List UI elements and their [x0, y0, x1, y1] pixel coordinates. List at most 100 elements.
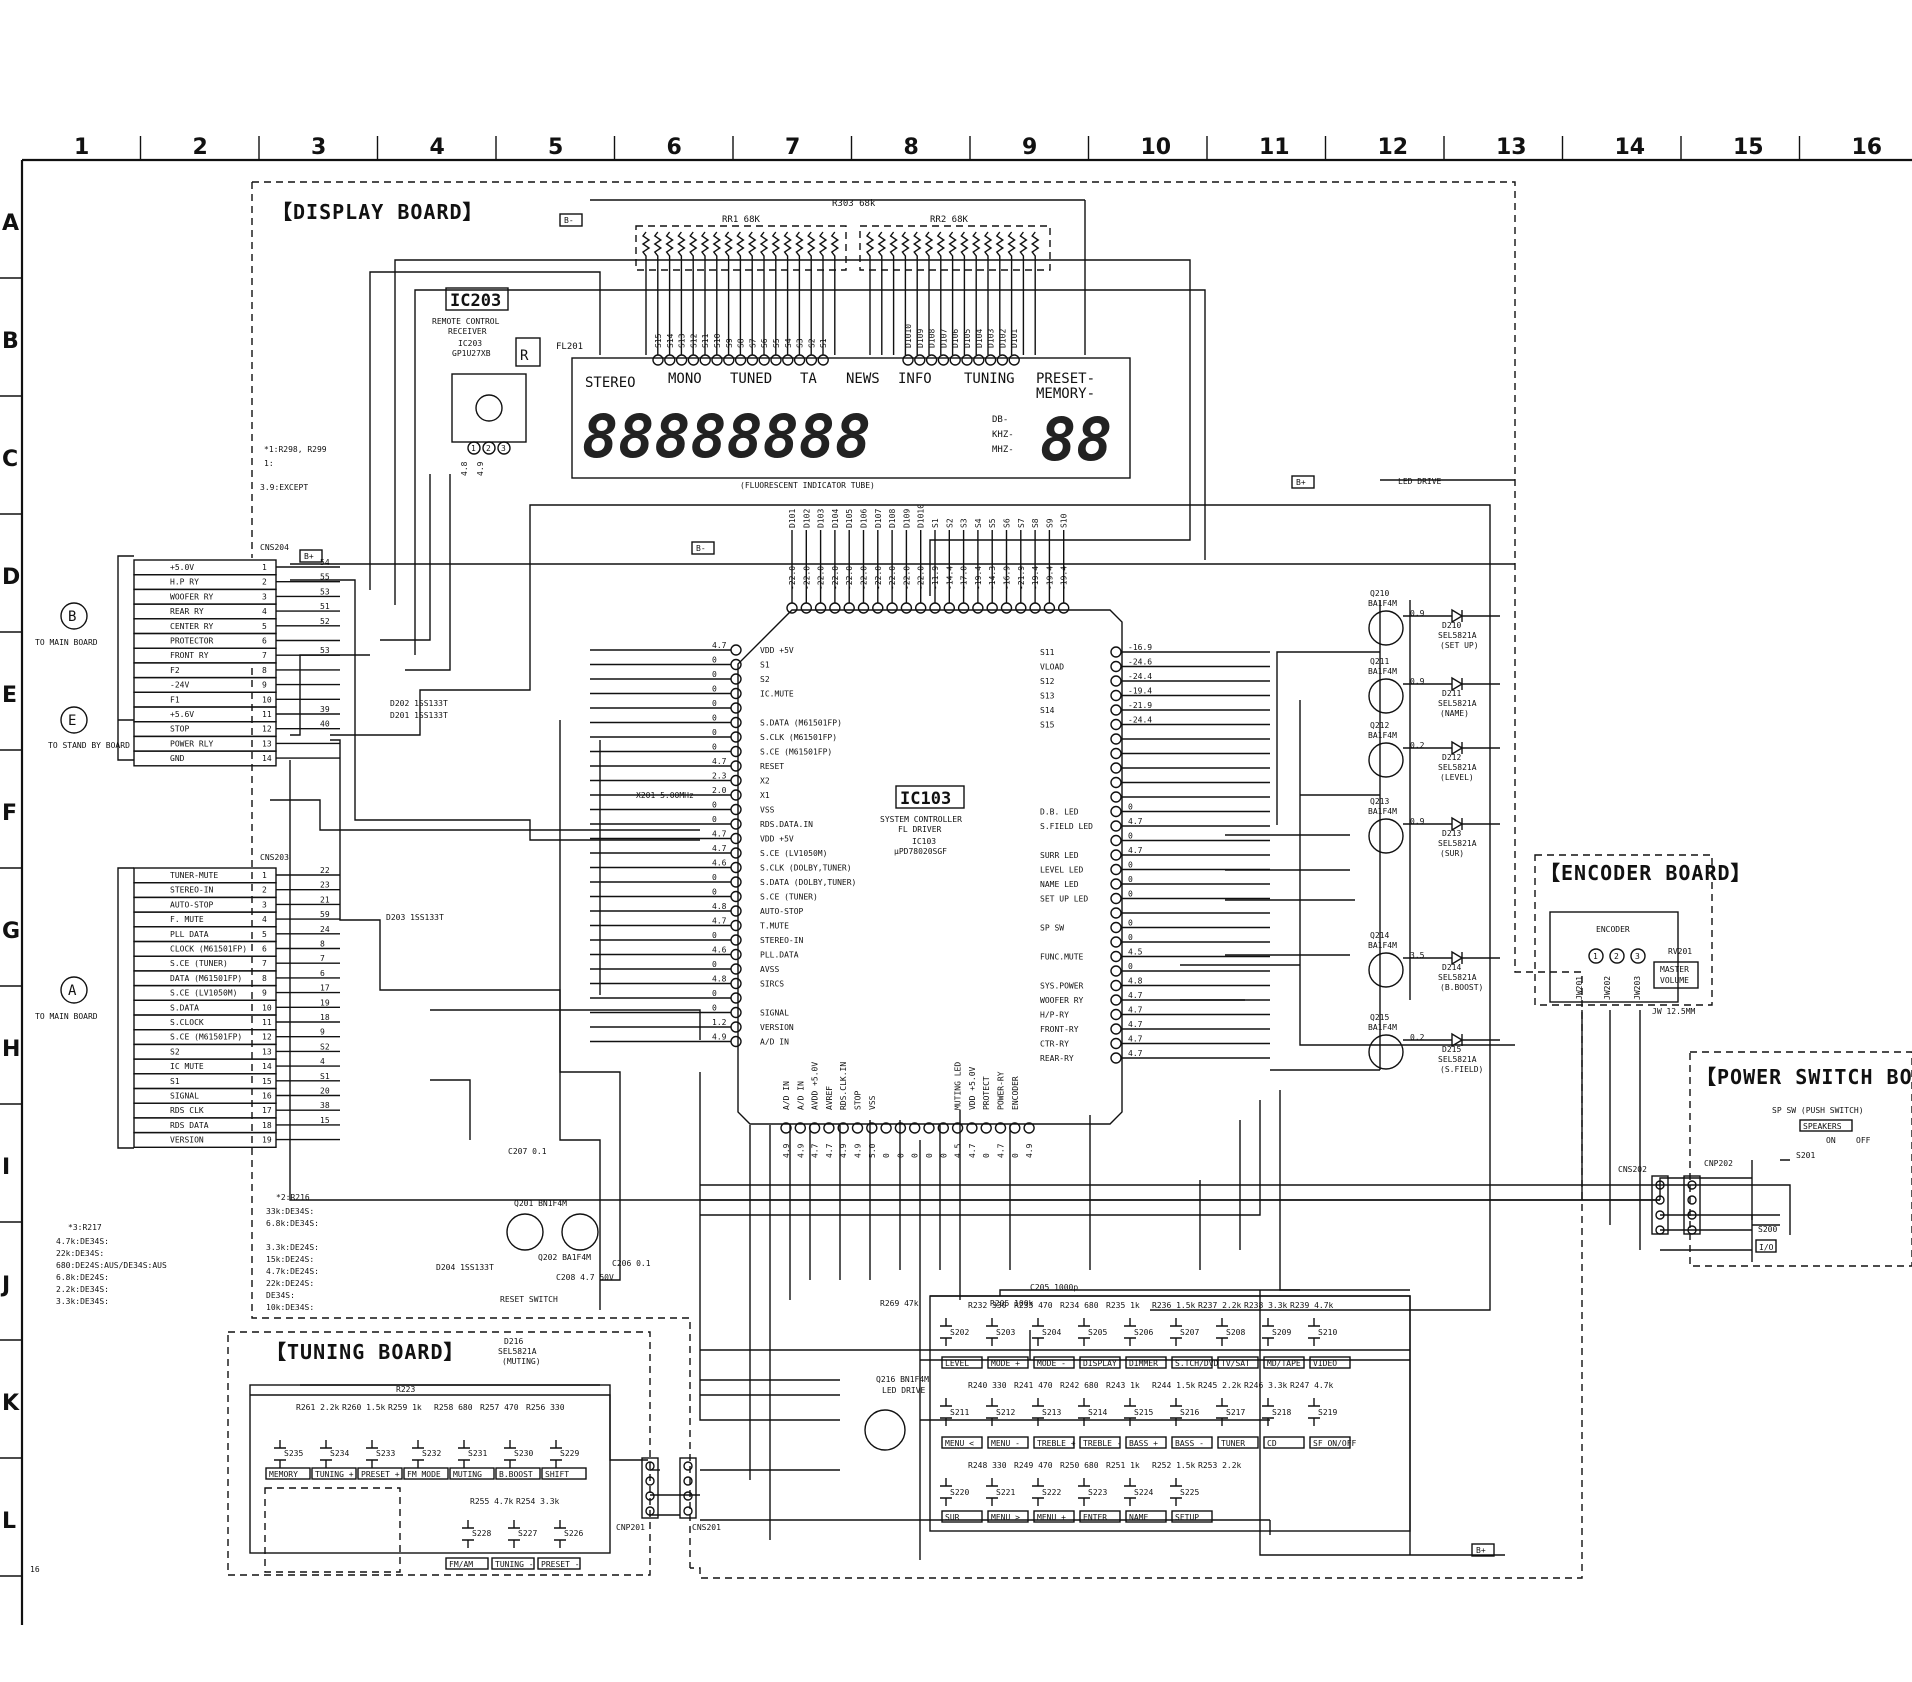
cns203-pin-row	[133, 1043, 277, 1060]
pushbutton-icon	[1170, 1318, 1182, 1346]
ic203-pin3: 3	[501, 444, 506, 453]
switch-ref: S203	[996, 1328, 1015, 1337]
cns203-pin-num: 15	[262, 1077, 272, 1086]
ic103-left-label: X1	[760, 791, 770, 800]
ic103-right-label: D.B. LED	[1040, 808, 1079, 817]
reset-switch-label: RESET SWITCH	[500, 1295, 558, 1304]
switch-resistor: R249 470	[1014, 1461, 1053, 1470]
note3-line: 6.8k:DE24S:	[56, 1273, 109, 1282]
cns204-pin-row	[133, 662, 277, 679]
resistor-mark	[688, 231, 698, 355]
tuning-resistor: R257 470	[480, 1403, 519, 1412]
resistor-array-rr1: RR1 68K	[635, 215, 847, 271]
cns203-wire-label: 18	[320, 1013, 330, 1022]
ic103-right-volt: -24.4	[1128, 716, 1152, 725]
ic103-left-pin	[730, 687, 742, 700]
column-label: 15	[1733, 135, 1764, 160]
jw203: JW203	[1633, 976, 1642, 1000]
pushbutton-icon	[1078, 1478, 1090, 1506]
cns204-pin-row	[133, 603, 277, 620]
ic103-left-pin	[730, 992, 742, 1004]
ic103-left-volt: 0	[712, 656, 717, 665]
ic103-left-pin	[730, 919, 742, 932]
ic103-top-label: D105	[845, 509, 854, 528]
ic103-top-pin	[843, 602, 855, 614]
cns203-pin-label: S.DATA	[170, 1003, 199, 1012]
led-d-label: D215	[1442, 1045, 1461, 1054]
ic103-top-volt: -22.0	[860, 566, 869, 590]
note2-line: 22k:DE24S:	[266, 1279, 314, 1288]
cns204-pin-num: 12	[262, 725, 272, 734]
misc-parts: Q201 BN1F4M Q202 BA1F4M D204 1SS133T RES…	[30, 213, 1495, 1574]
fl-grid-label: S15	[654, 333, 663, 348]
fl-pin	[996, 354, 1009, 366]
tuning-resistor: R258 680	[434, 1403, 473, 1412]
x201-label: X201 5.00MHz	[636, 791, 694, 800]
resistor-mark	[1030, 231, 1040, 355]
resistor-mark	[747, 231, 757, 355]
ic103-top-label: D108	[888, 509, 897, 528]
led-func: (SET UP)	[1440, 641, 1479, 650]
column-label: 6	[667, 135, 682, 160]
ic103-name: IC103	[900, 789, 951, 809]
ic103-top-pin	[957, 602, 970, 614]
ic103-left-volt: 4.7	[712, 757, 727, 766]
encoder-board-title: 【ENCODER BOARD】	[1540, 861, 1751, 885]
cns203-pin-num: 16	[262, 1092, 272, 1101]
fl-grid-label: S9	[725, 338, 734, 348]
switch-key-box	[1125, 1436, 1167, 1449]
led-q-label: Q212	[1370, 721, 1389, 730]
ic103-left-volt: 0	[712, 989, 717, 998]
led-volt: 0.9	[1410, 677, 1425, 686]
ic103-left-label: AUTO-STOP	[760, 907, 804, 916]
ic103-left-label: S.CLK (DOLBY,TUNER)	[760, 864, 852, 873]
ic103-right-label: S12	[1040, 677, 1055, 686]
tuning-key-box	[541, 1467, 587, 1480]
tuning-resistor: R259 1k	[388, 1403, 422, 1412]
ic103-right-pin	[1110, 878, 1122, 890]
fl-label: TUNED	[730, 371, 772, 387]
led-q-type: BA1F4M	[1368, 807, 1397, 816]
note-1: *1:R298, R299 1: 3.9:EXCEPT	[260, 445, 327, 492]
tuning-key-label: MEMORY	[269, 1470, 298, 1479]
fl-grid-label: S1	[819, 338, 828, 348]
ic103-left-label: VDD +5V	[760, 835, 794, 844]
ic103-top-volt: -14.3	[988, 566, 997, 590]
fl-digit-label: D105	[963, 329, 972, 348]
ic103-right-label: WOOFER RY	[1040, 996, 1084, 1005]
ic103-top-pin	[1015, 602, 1027, 614]
ic103-left-label: S2	[760, 675, 770, 684]
switch-key-label: MENU +	[1037, 1513, 1066, 1522]
ic103-right-pin	[1110, 1023, 1122, 1035]
ic103-left-pin	[730, 832, 742, 845]
fl-pin	[1008, 354, 1020, 366]
ic103-left-volt: 4.9	[712, 1033, 727, 1042]
tuning-key-label: FM/AM	[449, 1560, 473, 1569]
switch-key-box	[1171, 1436, 1213, 1449]
led-q-type: BA1F4M	[1368, 731, 1397, 740]
resistor-mark	[830, 231, 840, 355]
ic103-right-volt: 0	[1128, 962, 1133, 971]
switch-ref: S208	[1226, 1328, 1245, 1337]
d216-label: D216	[504, 1337, 523, 1346]
d203-label: D203 1SS133T	[386, 913, 444, 922]
fluorescent-display-tube: FL201 (FLUORESCENT INDICATOR TUBE) STERE…	[556, 324, 1131, 490]
switch-key-box	[1263, 1356, 1305, 1369]
cns204-wire-label: 54	[320, 558, 330, 567]
note3-line: 22k:DE34S:	[56, 1249, 104, 1258]
pushbutton-icon	[504, 1440, 516, 1468]
led-transistor-icon	[1368, 610, 1404, 646]
cns203-pin-label: SIGNAL	[170, 1092, 199, 1101]
fl-label: MEMORY-	[1036, 386, 1095, 402]
ic103-top-label: S8	[1031, 518, 1040, 528]
ic103-left-label: S.CE (M61501FP)	[760, 748, 832, 757]
ic103-top-label: S3	[960, 518, 969, 528]
tuning-switch-ref: S235	[284, 1449, 303, 1458]
cns203-pin-label: S2	[170, 1047, 180, 1056]
ic103-left-pin	[730, 1035, 742, 1048]
ic103-bottom-pin	[808, 1122, 821, 1134]
ic103-top-volt: -11.9	[931, 566, 940, 590]
fl-unit-db: DB-	[992, 415, 1008, 425]
ic103-left-label: VSS	[760, 806, 775, 815]
